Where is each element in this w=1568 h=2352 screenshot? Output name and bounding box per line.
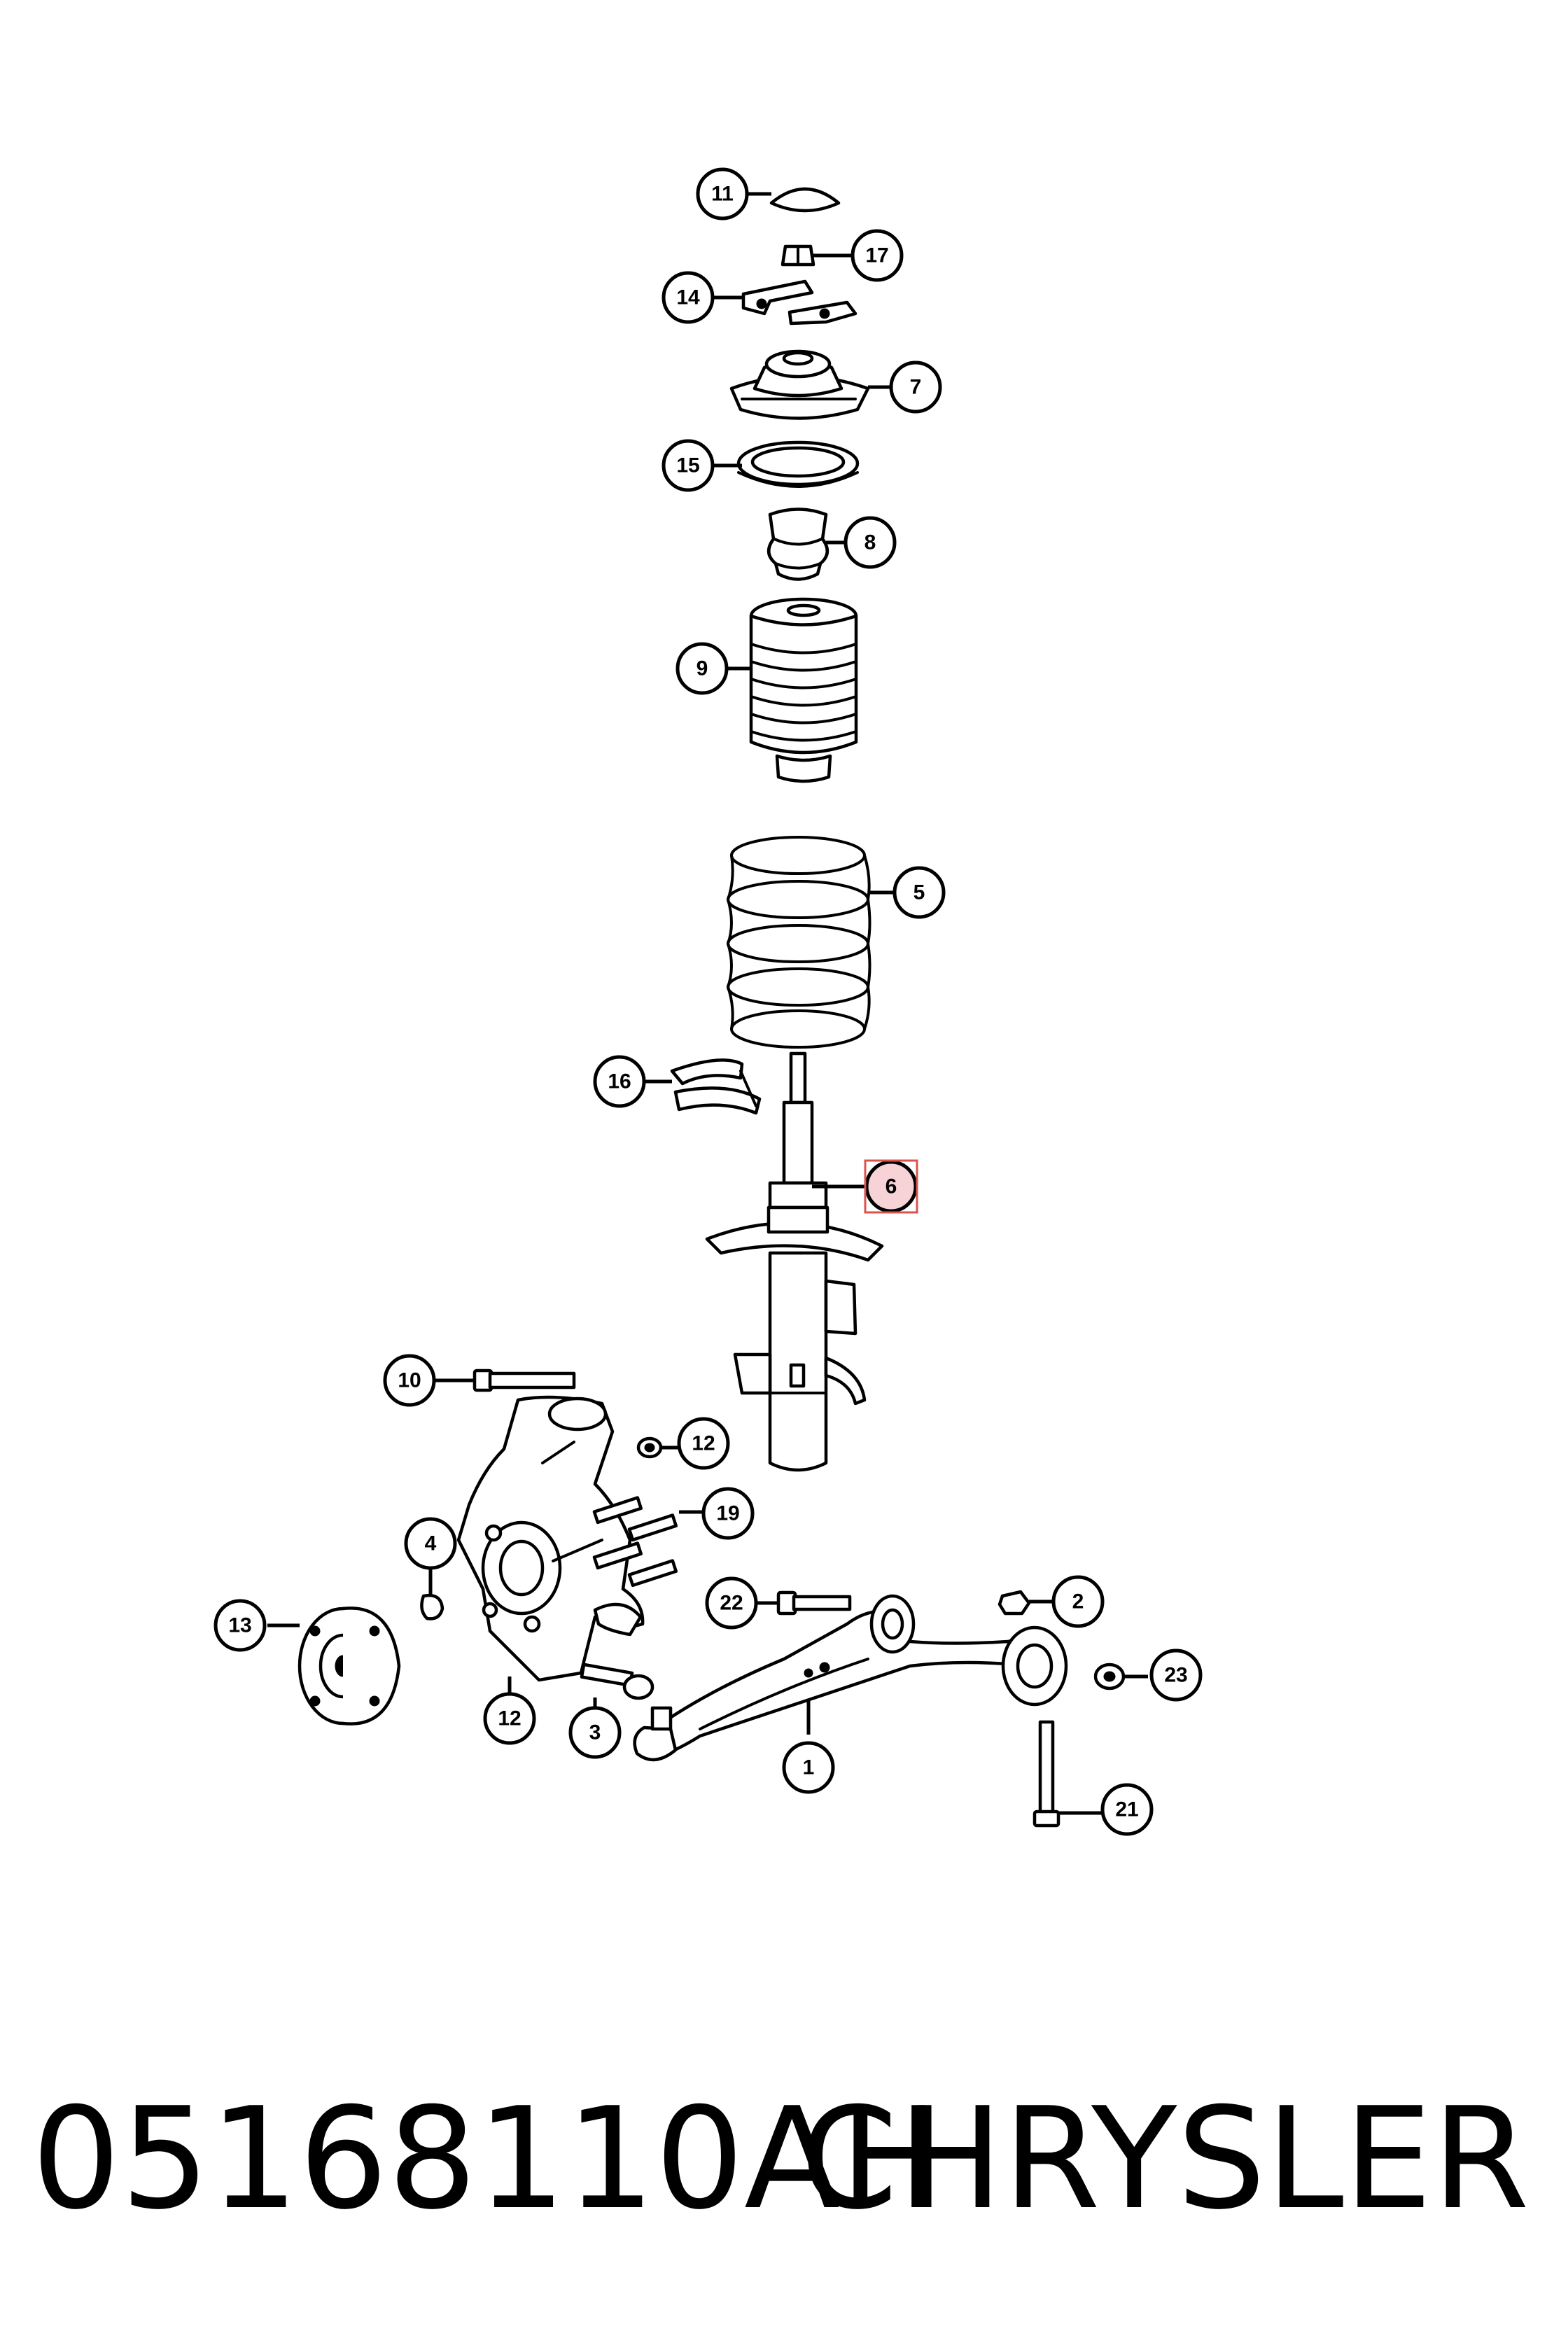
- callout-11[interactable]: 12: [677, 1417, 730, 1470]
- callout-1-label: 1: [803, 1756, 815, 1779]
- callout-3[interactable]: 3: [568, 1706, 622, 1759]
- part-4-clip: [420, 1593, 444, 1620]
- callout-17[interactable]: 16: [593, 1055, 646, 1108]
- callout-5[interactable]: 5: [892, 866, 946, 919]
- callout-22-label: 22: [720, 1592, 743, 1615]
- part-9-dust-boot: [749, 597, 858, 783]
- part-13-knuckle: [456, 1395, 645, 1682]
- callout-23[interactable]: 23: [1149, 1648, 1203, 1702]
- part-15-clips: [741, 279, 858, 326]
- callout-14-label: 13: [228, 1614, 251, 1637]
- callout-12-label: 11: [711, 183, 734, 206]
- callout-2-label: 2: [1072, 1590, 1084, 1614]
- callout-9[interactable]: 9: [676, 642, 729, 695]
- part-11-nut: [636, 1436, 663, 1459]
- callout-1[interactable]: 1: [782, 1741, 835, 1794]
- callout-7[interactable]: 7: [889, 360, 942, 414]
- callout-13[interactable]: 12: [483, 1692, 536, 1745]
- callout-16-label: 15: [676, 454, 699, 477]
- callout-11-label: 12: [692, 1432, 715, 1455]
- callout-8[interactable]: 8: [844, 516, 897, 569]
- part-19-nut: [780, 244, 816, 267]
- callout-19[interactable]: 17: [850, 229, 904, 282]
- part-7-strut-mount: [729, 349, 870, 420]
- callout-4-label: 4: [425, 1532, 437, 1555]
- callout-14[interactable]: 13: [214, 1599, 267, 1652]
- callout-13-label: 12: [498, 1707, 521, 1730]
- brand-text: CHRYSLER: [799, 2078, 1530, 2241]
- callout-21-label: 21: [1115, 1798, 1138, 1821]
- callout-5-label: 5: [913, 881, 925, 904]
- callout-8-label: 8: [864, 531, 876, 554]
- callout-9-label: 9: [696, 657, 708, 680]
- callout-12[interactable]: 11: [696, 167, 749, 220]
- callout-2[interactable]: 2: [1051, 1575, 1105, 1628]
- part-3-bolt: [580, 1662, 654, 1700]
- part-16-bearing: [736, 440, 860, 488]
- part-2-nut: [997, 1590, 1031, 1616]
- part-22-bolt: [776, 1590, 852, 1616]
- callout-10[interactable]: 10: [383, 1354, 436, 1407]
- part-8-jounce-bumper: [767, 507, 829, 581]
- part-5-coil-spring: [727, 836, 872, 1049]
- callout-20-label: 19: [716, 1502, 739, 1525]
- callout-4[interactable]: 4: [404, 1517, 457, 1570]
- callout-17-label: 16: [608, 1070, 631, 1093]
- callout-6-highlighted[interactable]: 6: [864, 1159, 918, 1214]
- callout-6-label: 6: [886, 1175, 897, 1198]
- callouts: 11 17 14 7 15 8 9 5: [214, 167, 1203, 1836]
- callout-7-label: 7: [910, 376, 922, 399]
- part-6-strut-assembly: [705, 1051, 884, 1472]
- part-21-bolt: [1032, 1720, 1060, 1828]
- callout-23-label: 23: [1164, 1664, 1187, 1687]
- callout-3-label: 3: [589, 1721, 601, 1744]
- callout-19-label: 17: [865, 244, 888, 267]
- part-12-cap: [769, 187, 841, 213]
- part-17-isolator: [670, 1058, 762, 1115]
- leader-lines: [267, 192, 1148, 1815]
- part-10-bolt: [472, 1368, 576, 1392]
- callout-20[interactable]: 19: [701, 1487, 755, 1540]
- callout-21[interactable]: 21: [1100, 1783, 1154, 1836]
- callout-15-label: 14: [676, 286, 700, 309]
- part-number-text: 05168110AH: [31, 2078, 946, 2241]
- callout-15[interactable]: 14: [662, 271, 715, 324]
- part-23-nut: [1093, 1662, 1126, 1690]
- callout-22[interactable]: 22: [705, 1576, 758, 1630]
- callout-10-label: 10: [398, 1369, 421, 1392]
- part-drawings: [298, 187, 1126, 1828]
- part-14-hub: [298, 1606, 401, 1726]
- part-20-bolts: [592, 1496, 678, 1588]
- callout-16[interactable]: 15: [662, 439, 715, 492]
- part-1-control-arm: [633, 1594, 1068, 1762]
